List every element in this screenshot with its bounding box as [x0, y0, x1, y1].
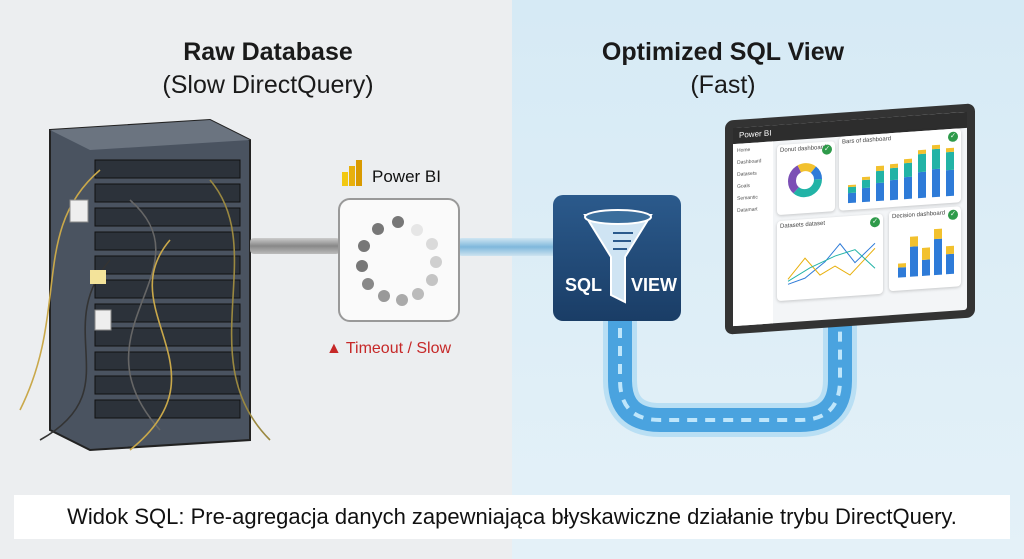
fast-pipe: [603, 310, 857, 437]
column-chart: [898, 228, 954, 278]
check-icon: ✓: [822, 144, 832, 155]
power-bi-label: Power BI: [372, 167, 441, 186]
loading-spinner-icon: [356, 216, 442, 306]
stacked-bar-chart: [848, 144, 954, 204]
caption: Widok SQL: Pre-agregacja danych zapewnia…: [14, 495, 1010, 539]
nav-item[interactable]: Semantic: [737, 194, 758, 202]
left-subtitle: (Slow DirectQuery): [162, 71, 374, 99]
funnel-icon: [583, 209, 653, 304]
right-subtitle: (Fast): [690, 71, 756, 99]
warning-icon: ▲: [326, 340, 342, 357]
nav-item[interactable]: Datamart: [737, 206, 758, 214]
left-title-block: Raw Database (Slow DirectQuery): [58, 38, 478, 100]
donut-card: Donut dashboard✓: [777, 141, 835, 216]
nav-item[interactable]: Dashboard: [737, 158, 762, 166]
sql-label: SQL: [565, 275, 603, 295]
left-title: Raw Database: [183, 38, 353, 66]
nav-item[interactable]: Goals: [737, 182, 751, 190]
dashboard-app-title: Power BI: [739, 128, 772, 140]
sql-view-box: SQL VIEW: [553, 195, 681, 321]
dashboard-sidebar: Home Dashboard Datasets Goals Semantic D…: [733, 141, 773, 327]
cable-fast: [458, 238, 558, 256]
nav-item[interactable]: Datasets: [737, 170, 757, 178]
cable-raw: [250, 238, 340, 254]
line-chart: [787, 242, 876, 285]
power-bi-logo-icon: [342, 160, 362, 186]
timeout-status: ▲ Timeout / Slow: [326, 340, 451, 358]
dashboard-monitor: Power BI Home Dashboard Datasets Goals S…: [725, 103, 975, 335]
timeout-label: Timeout / Slow: [345, 340, 452, 357]
server-rack-illustration: [19, 118, 271, 452]
column-card: Decision dashboard✓: [889, 206, 961, 292]
loading-box: [338, 198, 460, 322]
donut-chart: [788, 163, 822, 198]
line-card: Datasets dataset✓: [777, 213, 883, 302]
right-title: Optimized SQL View: [601, 38, 845, 66]
right-title-block: Optimized SQL View (Fast): [513, 38, 933, 100]
view-label: VIEW: [631, 275, 678, 295]
dashboard-screen: Power BI Home Dashboard Datasets Goals S…: [733, 111, 967, 327]
nav-item[interactable]: Home: [737, 146, 751, 154]
bar-card: Bars of dashboard✓: [839, 128, 961, 211]
